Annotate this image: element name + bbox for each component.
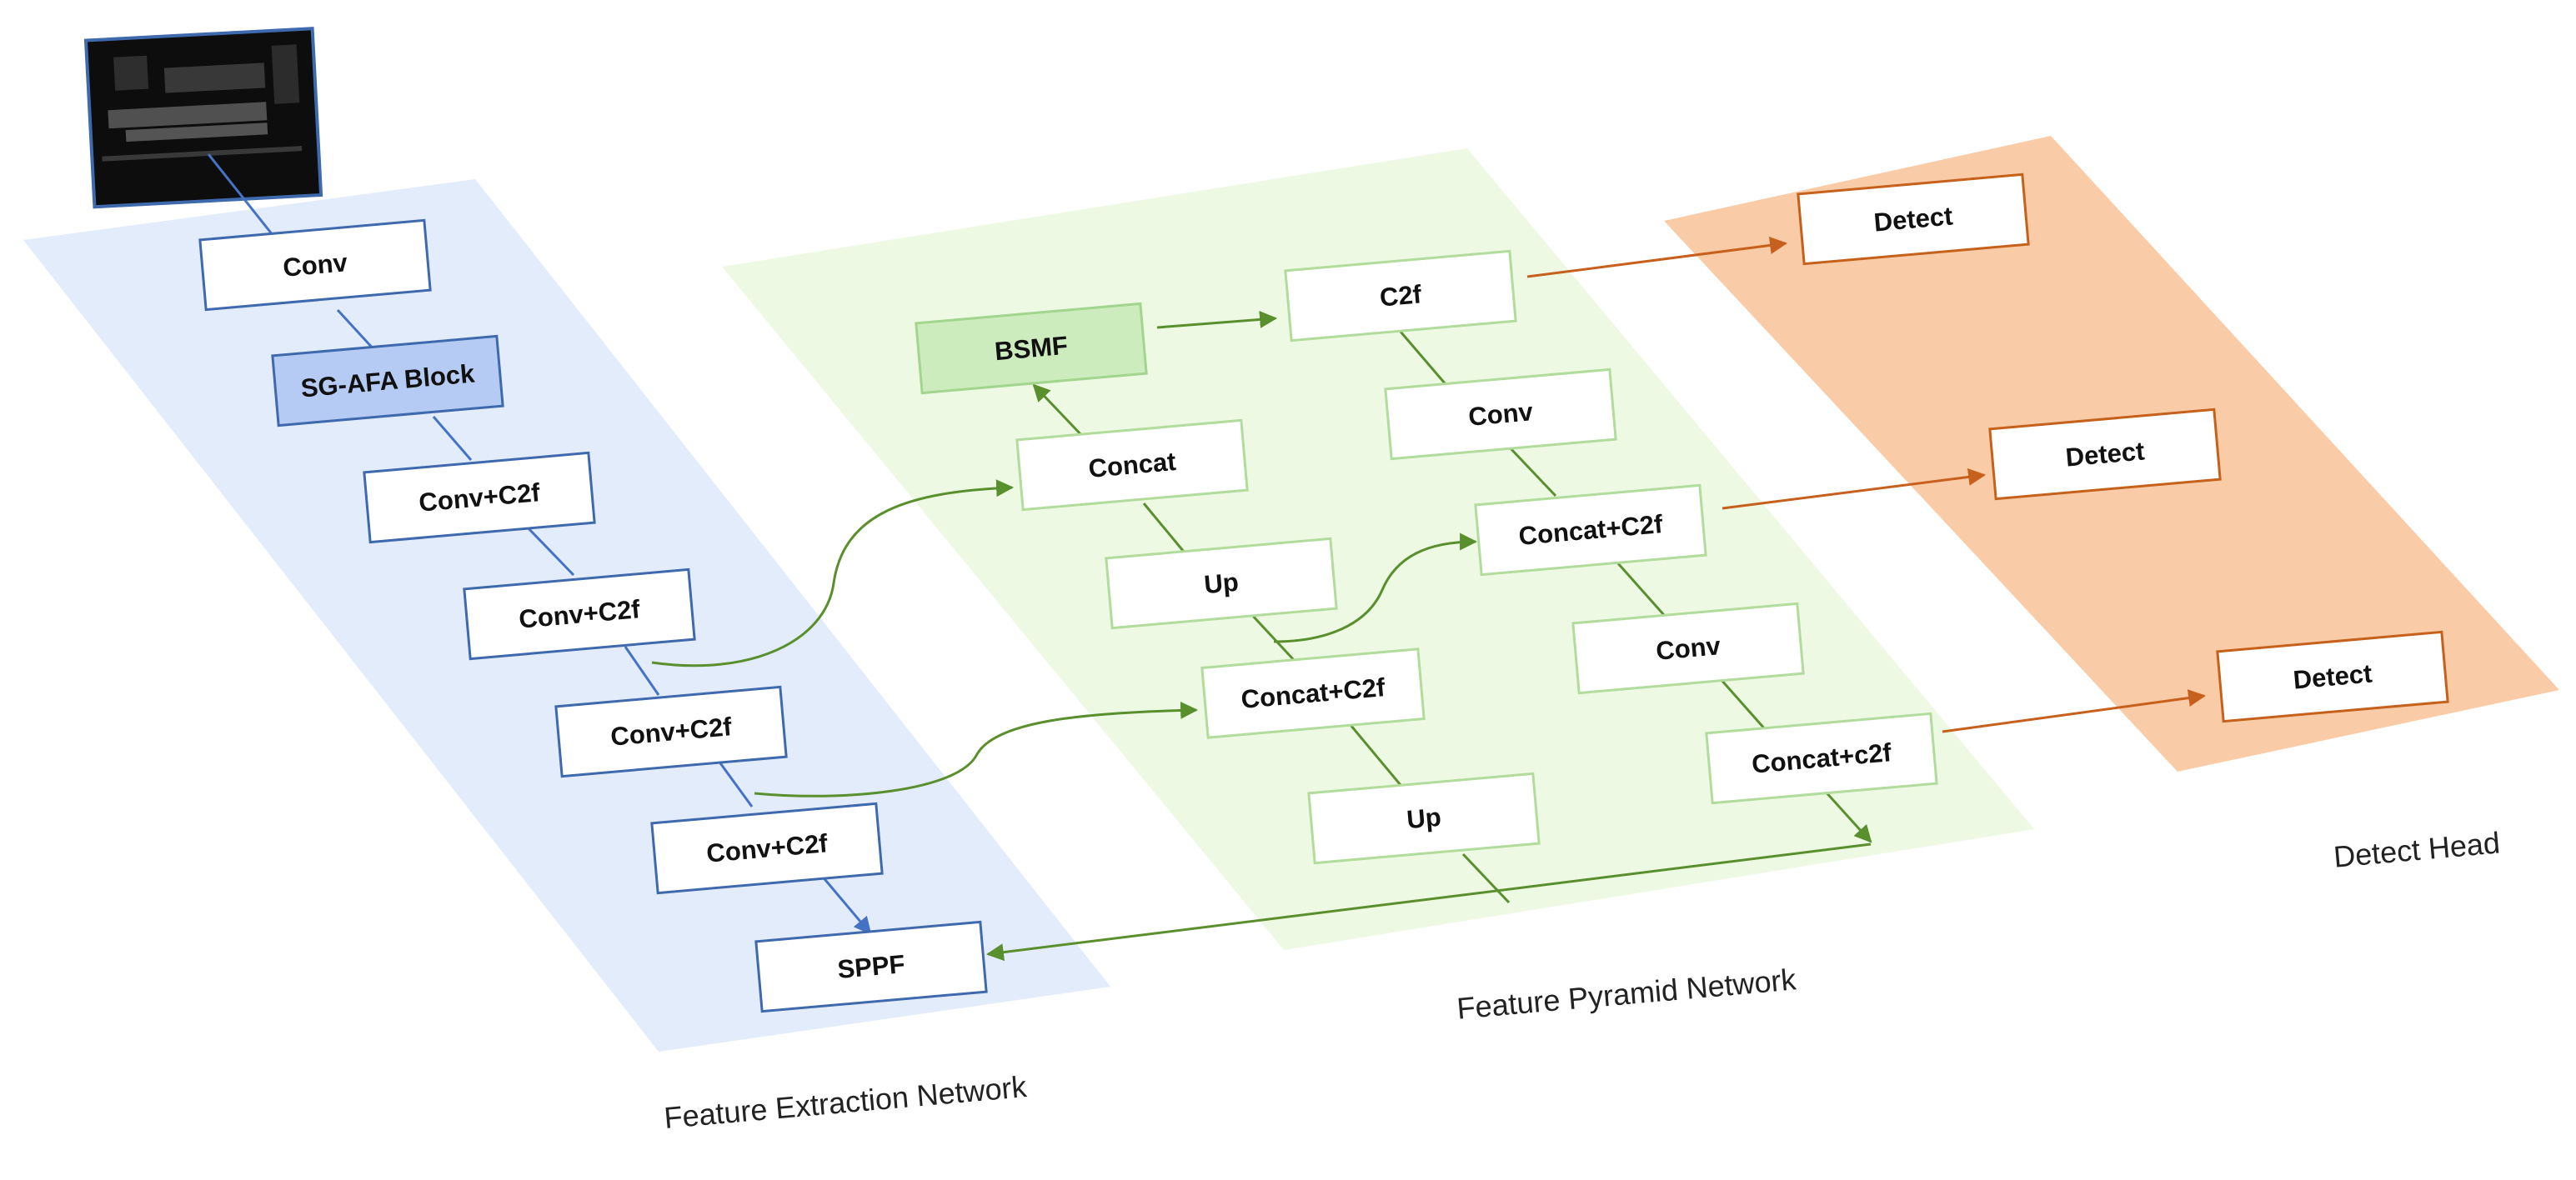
- feature-pyramid-label: Feature Pyramid Network: [1456, 962, 1798, 1026]
- block-fpn-conv-1: Conv: [1384, 368, 1617, 461]
- feature-extraction-label: Feature Extraction Network: [663, 1069, 1029, 1135]
- block-fen-conv-c2f-2: Conv+C2f: [463, 568, 696, 661]
- block-label: Conv: [282, 248, 349, 282]
- block-label: BSMF: [994, 331, 1070, 367]
- detect-head-label: Detect Head: [2332, 825, 2501, 873]
- block-fpn-concat-c2f-1: Concat+C2f: [1200, 648, 1426, 739]
- detect-connectors: [1526, 237, 2207, 733]
- block-fpn-concat-c2f-3: Concat+c2f: [1705, 712, 1938, 805]
- block-label: Detect: [2064, 436, 2145, 472]
- block-label: SPPF: [836, 949, 906, 984]
- block-fpn-concat-c2f-2: Concat+C2f: [1474, 483, 1707, 577]
- block-label: Up: [1406, 802, 1442, 834]
- block-fen-conv: Conv: [198, 218, 432, 312]
- block-fen-conv-c2f-1: Conv+C2f: [363, 451, 596, 544]
- block-bsmf: BSMF: [915, 302, 1148, 395]
- block-fpn-up-1: Up: [1105, 537, 1338, 630]
- block-detect-2: Detect: [1988, 408, 2222, 501]
- block-fen-conv-c2f-3: Conv+C2f: [554, 685, 788, 778]
- block-fen-conv-c2f-4: Conv+C2f: [650, 802, 884, 895]
- fpn-connectors: [651, 310, 1872, 962]
- block-label: Conv: [1467, 397, 1535, 432]
- block-label: Up: [1203, 568, 1240, 599]
- block-sg-afa: SG-AFA Block: [271, 334, 504, 428]
- block-label: Conv: [1655, 631, 1722, 666]
- block-fpn-concat: Concat: [1015, 418, 1249, 512]
- block-fpn-up-2: Up: [1307, 772, 1541, 865]
- block-label: Detect: [2292, 658, 2373, 694]
- block-sppf: SPPF: [754, 920, 988, 1013]
- block-detect-1: Detect: [1797, 172, 2030, 266]
- block-fpn-conv-2: Conv: [1571, 602, 1805, 695]
- block-fpn-c2f: C2f: [1284, 249, 1517, 342]
- backbone-connectors: [207, 153, 872, 935]
- block-label: Detect: [1872, 201, 1953, 237]
- sar-image-thumbnail: [83, 27, 323, 209]
- block-detect-3: Detect: [2216, 630, 2449, 723]
- block-label: C2f: [1379, 279, 1423, 312]
